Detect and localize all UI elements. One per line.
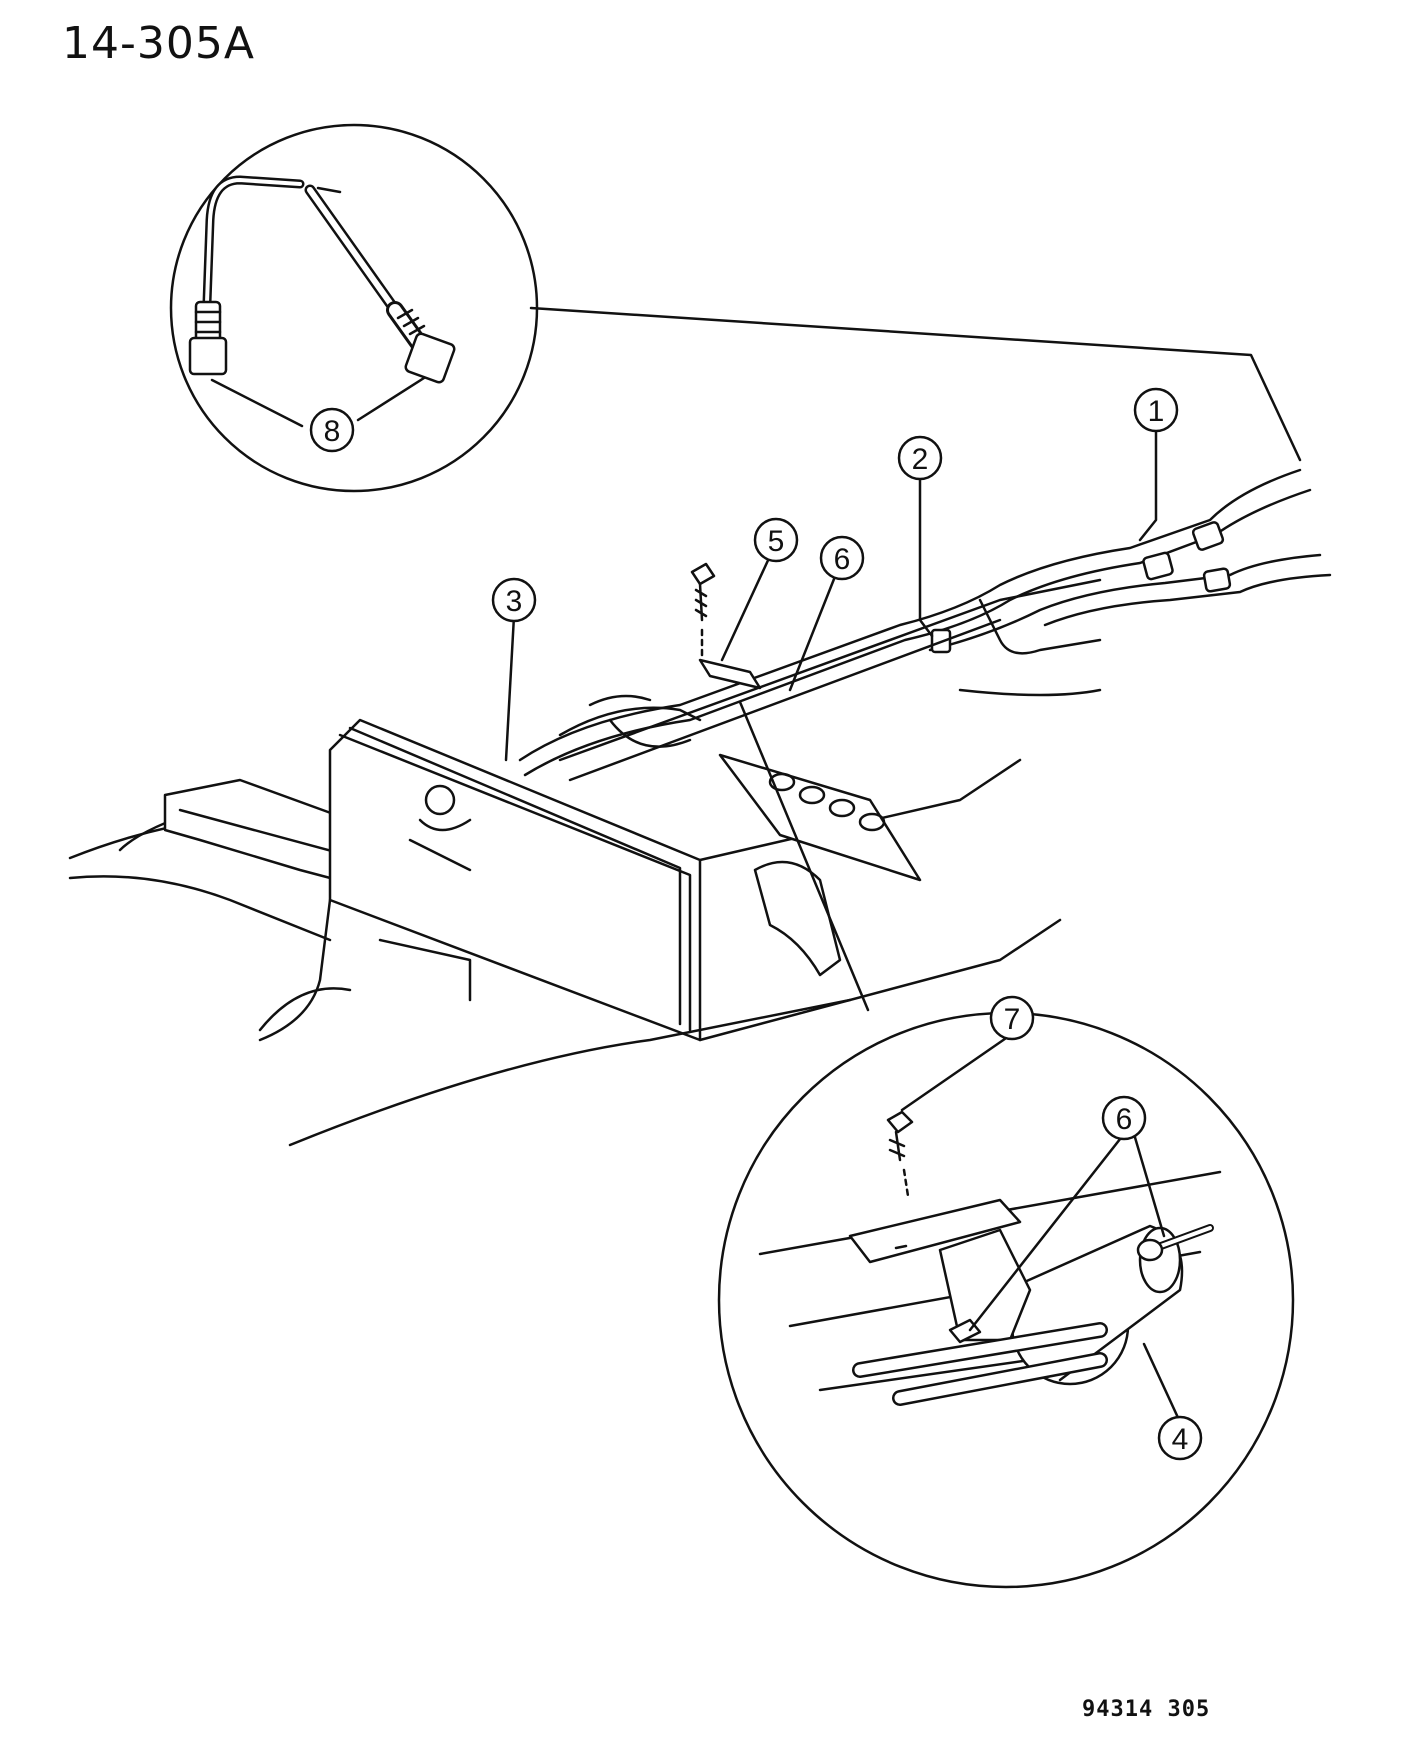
vehicle-frame (68, 578, 1102, 1147)
callout-4: 4 (1172, 1423, 1189, 1456)
callout-6: 6 (834, 543, 851, 576)
callout-2: 2 (912, 443, 929, 476)
callout-3: 3 (506, 585, 523, 618)
callout-1: 1 (1148, 395, 1165, 428)
callout-8: 8 (324, 415, 341, 448)
callouts (309, 387, 1203, 1461)
diagram-title: 14-305A (62, 18, 255, 69)
bolt-5-icon (690, 562, 762, 690)
detail-circle-fuel-filter (717, 1011, 1295, 1589)
detail-circle-hose-connectors (169, 123, 539, 493)
callout-5: 5 (768, 525, 785, 558)
callout-6-detail: 6 (1116, 1103, 1133, 1136)
callout-7: 7 (1004, 1003, 1021, 1036)
figure-code: 94314 305 (1082, 1697, 1211, 1722)
